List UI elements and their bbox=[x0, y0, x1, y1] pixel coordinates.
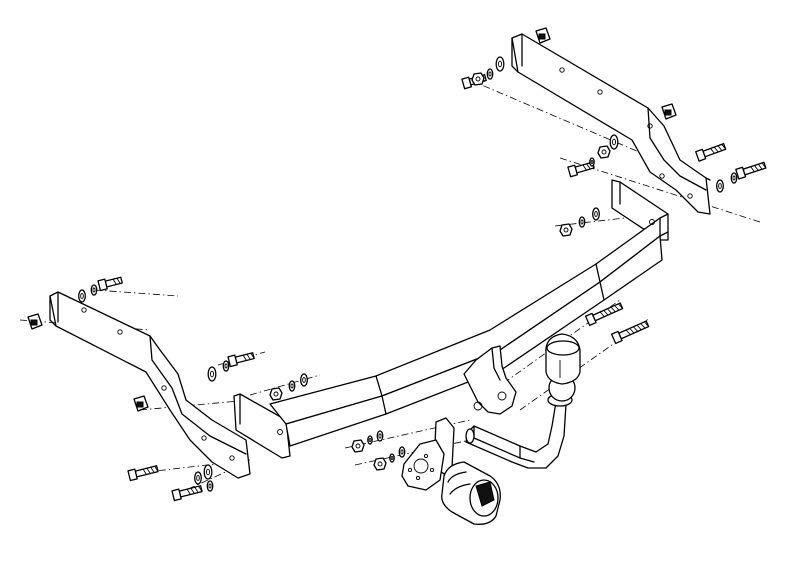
bolt bbox=[695, 143, 727, 162]
cage-nut bbox=[133, 395, 149, 412]
washer bbox=[609, 134, 619, 150]
washer bbox=[376, 430, 384, 442]
nut bbox=[373, 457, 387, 471]
bolt bbox=[584, 302, 624, 327]
washer bbox=[578, 216, 586, 228]
washer bbox=[486, 68, 494, 80]
bolt bbox=[171, 485, 203, 502]
fastener-group bbox=[78, 56, 767, 502]
washer bbox=[206, 480, 214, 492]
nut bbox=[351, 439, 365, 453]
right-mounting-bracket bbox=[511, 33, 711, 215]
coupling-bracket bbox=[463, 345, 517, 415]
nut bbox=[597, 145, 611, 159]
cross-beam bbox=[233, 179, 669, 459]
washer bbox=[78, 289, 86, 303]
nut bbox=[471, 72, 485, 86]
electrical-socket bbox=[441, 461, 501, 525]
nut bbox=[559, 223, 573, 237]
cage-nut bbox=[661, 103, 677, 120]
washer bbox=[389, 453, 395, 463]
cage-nut-group bbox=[27, 27, 677, 412]
socket-mounting-plate bbox=[401, 417, 455, 491]
washer bbox=[730, 172, 738, 184]
washer bbox=[222, 360, 230, 372]
washer bbox=[495, 56, 505, 72]
bolt bbox=[735, 161, 767, 180]
washer bbox=[589, 157, 595, 167]
washer bbox=[203, 464, 213, 480]
nut bbox=[269, 387, 283, 401]
left-mounting-bracket bbox=[49, 291, 251, 479]
washer bbox=[207, 366, 217, 382]
washer bbox=[398, 446, 406, 458]
tow-ball-neck bbox=[465, 401, 567, 469]
bolt bbox=[227, 352, 255, 368]
washer bbox=[300, 373, 308, 387]
bolt bbox=[610, 320, 650, 345]
washer bbox=[592, 207, 600, 221]
washer bbox=[716, 179, 724, 193]
washer bbox=[90, 284, 98, 296]
cage-nut bbox=[535, 27, 551, 44]
washer bbox=[367, 435, 373, 445]
washer bbox=[288, 380, 296, 392]
bolt bbox=[97, 276, 123, 292]
ball-cover-cap bbox=[545, 333, 581, 385]
bolt bbox=[127, 465, 159, 482]
cage-nut bbox=[27, 313, 43, 330]
washer bbox=[194, 471, 202, 485]
